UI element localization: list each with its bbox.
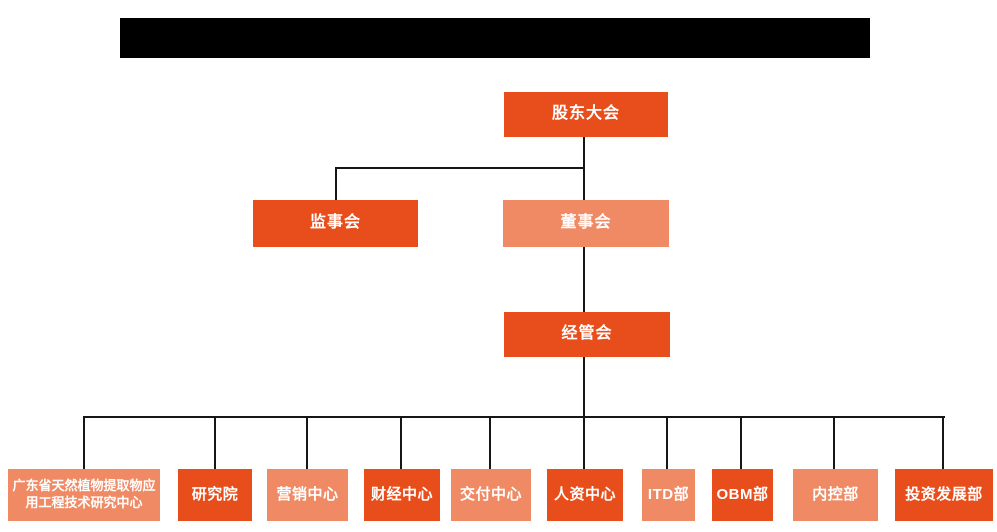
- org-node-dept-investment-development: 投资发展部: [895, 469, 993, 521]
- org-node-supervisory-board: 监事会: [253, 200, 418, 247]
- org-node-label: 交付中心: [459, 486, 522, 504]
- org-node-label: 人资中心: [553, 486, 616, 504]
- org-node-label: 财经中心: [370, 486, 433, 504]
- org-node-label: 经管会: [561, 325, 613, 343]
- connector-drop-dept-2: [214, 416, 216, 469]
- connector-drop-dept-4: [400, 416, 402, 469]
- org-node-dept-research-institute: 研究院: [178, 469, 252, 521]
- org-node-label: OBM部: [716, 486, 769, 504]
- connector-drop-dept-8: [740, 416, 742, 469]
- connector-drop-dept-9: [833, 416, 835, 469]
- org-node-management-committee: 经管会: [504, 312, 670, 357]
- org-node-dept-research-center: 广东省天然植物提取物应用工程技术研究中心: [8, 469, 160, 521]
- connector-drop-dept-3: [306, 416, 308, 469]
- org-node-dept-internal-control: 内控部: [793, 469, 878, 521]
- org-node-board-of-directors: 董事会: [503, 200, 669, 247]
- org-node-dept-itd: ITD部: [642, 469, 695, 521]
- connector-board-to-management: [583, 247, 585, 313]
- org-node-dept-delivery-center: 交付中心: [451, 469, 531, 521]
- org-node-label: 投资发展部: [905, 486, 983, 504]
- org-node-shareholders-meeting: 股东大会: [504, 92, 668, 137]
- org-node-label: 监事会: [309, 214, 361, 232]
- connector-bus-horizontal: [83, 416, 945, 418]
- connector-split-horizontal: [335, 167, 585, 169]
- org-node-label: 内控部: [812, 486, 859, 504]
- org-node-label: 广东省天然植物提取物应用工程技术研究中心: [12, 478, 156, 510]
- connector-drop-dept-7: [666, 416, 668, 469]
- connector-drop-dept-10: [942, 416, 944, 469]
- org-node-label: 股东大会: [551, 105, 620, 123]
- org-node-dept-obm: OBM部: [712, 469, 773, 521]
- redacted-title-bar: [120, 18, 870, 58]
- connector-drop-supervisory: [335, 167, 337, 201]
- connector-management-to-bus: [583, 357, 585, 469]
- org-node-label: ITD部: [647, 486, 690, 504]
- org-node-dept-finance-center: 财经中心: [364, 469, 440, 521]
- org-node-dept-marketing-center: 营销中心: [267, 469, 348, 521]
- org-node-dept-hr-center: 人资中心: [547, 469, 623, 521]
- connector-drop-dept-5: [489, 416, 491, 469]
- org-node-label: 营销中心: [276, 486, 339, 504]
- org-node-label: 董事会: [560, 214, 612, 232]
- connector-drop-dept-1: [83, 416, 85, 469]
- org-node-label: 研究院: [191, 486, 239, 504]
